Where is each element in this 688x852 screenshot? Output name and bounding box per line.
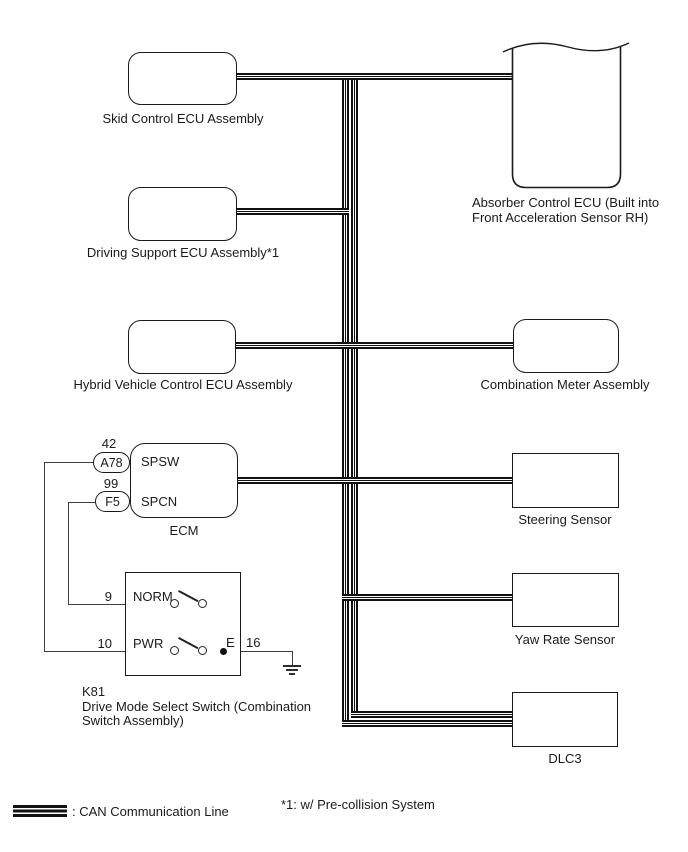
dlc3-box: [512, 692, 618, 747]
absorber-control-ecu-label-line1: Absorber Control ECU (Built into: [472, 195, 660, 210]
switch-pin-number-10: 10: [97, 636, 112, 651]
combination-meter-label: Combination Meter Assembly: [480, 377, 650, 392]
can-bus-vertical-left: [342, 78, 349, 727]
switch-pin-number-9: 9: [104, 589, 112, 604]
driving-support-ecu-label: Driving Support ECU Assembly*1: [86, 245, 280, 260]
hybrid-vehicle-ecu-label: Hybrid Vehicle Control ECU Assembly: [73, 377, 293, 392]
can-line-dlc3-outer: [342, 720, 512, 727]
can-line-skid-absorber: [236, 73, 513, 80]
switch-pin-e: E: [226, 635, 235, 650]
wire-f5-horizontal: [68, 502, 95, 503]
wire-a78-to-pwr: [44, 651, 171, 652]
can-line-dlc3-inner: [351, 711, 512, 718]
can-line-ecm-steering: [238, 477, 512, 484]
switch-contact: [170, 599, 179, 608]
skid-control-ecu-label: Skid Control ECU Assembly: [102, 111, 264, 126]
ecm-connector-f5-label: F5: [105, 494, 120, 509]
wire-pwr-to-ground: [207, 651, 292, 652]
switch-contact: [198, 599, 207, 608]
switch-pin-number-16: 16: [246, 635, 261, 650]
driving-support-ecu-box: [128, 187, 237, 241]
dlc3-label: DLC3: [548, 751, 582, 766]
switch-label-line1: Drive Mode Select Switch (Combination: [82, 699, 312, 714]
hybrid-vehicle-ecu-box: [128, 320, 236, 374]
footnote: *1: w/ Pre-collision System: [281, 797, 435, 812]
ground-icon: [286, 669, 298, 671]
yaw-rate-sensor-label: Yaw Rate Sensor: [514, 632, 616, 647]
junction-dot: [220, 648, 227, 655]
ground-icon: [283, 665, 301, 667]
steering-sensor-box: [512, 453, 619, 508]
wire-ground-drop: [292, 651, 293, 665]
can-line-legend-label: : CAN Communication Line: [72, 804, 229, 819]
switch-pin-norm: NORM: [133, 589, 173, 604]
can-bus-vertical-right: [351, 78, 358, 718]
ecm-connector-f5: F5: [95, 491, 130, 512]
switch-label-line2: Switch Assembly): [82, 713, 184, 728]
can-line-legend-icon: [13, 805, 67, 817]
ecm-connector-a78-label: A78: [100, 455, 123, 470]
absorber-control-ecu-label-line2: Front Acceleration Sensor RH): [472, 210, 649, 225]
wire-f5-vertical: [68, 502, 69, 604]
drive-mode-switch-box: [125, 572, 241, 676]
can-line-hybrid-meter: [236, 342, 514, 349]
ecm-pin-spcn: SPCN: [141, 494, 178, 509]
ecm-connector-a78: A78: [93, 452, 130, 473]
ground-icon: [289, 673, 295, 675]
can-line-yaw: [342, 594, 512, 601]
steering-sensor-label: Steering Sensor: [518, 512, 612, 527]
switch-contact: [170, 646, 179, 655]
ecm-label: ECM: [169, 523, 199, 538]
wire-a78-vertical: [44, 462, 45, 651]
switch-code: K81: [82, 684, 106, 699]
combination-meter-box: [513, 319, 619, 373]
switch-pin-pwr: PWR: [133, 636, 164, 651]
switch-contact: [198, 646, 207, 655]
skid-control-ecu-box: [128, 52, 237, 105]
ecm-box: [130, 443, 238, 518]
wire-a78-horizontal: [44, 462, 94, 463]
ecm-pin-number-99: 99: [103, 476, 119, 491]
yaw-rate-sensor-box: [512, 573, 619, 627]
ecm-pin-number-42: 42: [101, 436, 117, 451]
can-line-driving-support: [237, 208, 349, 215]
ecm-pin-spsw: SPSW: [141, 454, 180, 469]
wire-f5-to-norm: [68, 604, 171, 605]
absorber-control-ecu-box: [502, 42, 630, 189]
